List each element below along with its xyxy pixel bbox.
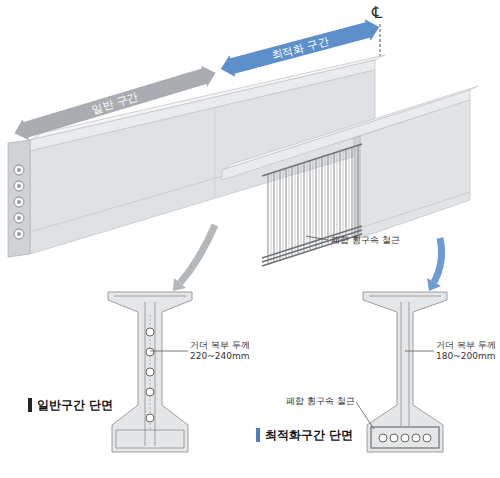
anchor-core: [17, 184, 21, 188]
zone-label: 최적화 구간: [270, 35, 329, 61]
section-rebar: [114, 296, 186, 448]
dimension-label: 거더 복부 두께 220~240mm: [190, 340, 254, 362]
section-title: 최적화구간 단면: [256, 428, 353, 442]
arrow-band: [218, 16, 382, 79]
anchor-core: [17, 168, 21, 172]
leader-line: [405, 351, 434, 352]
tendon-duct: [379, 434, 387, 442]
pointer-arrow: [434, 238, 442, 282]
web-face: [30, 70, 375, 254]
longitudinal-rebar: [262, 144, 362, 266]
centerline: [380, 24, 381, 57]
tendon-duct: [401, 434, 409, 442]
joint-line: [215, 108, 216, 198]
dimension-label: 거더 복부 두께 180~200mm: [436, 340, 500, 362]
pointer-head: [427, 278, 441, 291]
section-rebar: [369, 296, 441, 426]
anchor: [14, 197, 24, 207]
tendon-duct: [146, 368, 154, 376]
tendon-duct: [146, 328, 154, 336]
cross-section: [363, 292, 447, 452]
tendon-duct: [423, 434, 431, 442]
pointer-head: [173, 278, 186, 291]
tendon-duct: [146, 348, 154, 356]
callout-label: 폐합 횡구속 철근: [286, 396, 355, 407]
anchor-core: [17, 216, 21, 220]
anchor-core: [17, 232, 21, 236]
tendon-duct: [146, 414, 154, 422]
anchor-group: [14, 165, 24, 239]
pointer-arrow: [180, 225, 215, 283]
anchor: [14, 181, 24, 191]
tendon-duct: [146, 388, 154, 396]
end-face: [8, 140, 30, 257]
centerline-mark: ℄: [372, 3, 382, 22]
anchor-core: [17, 200, 21, 204]
callout-label: 폐합 횡구속 철근: [331, 235, 400, 246]
closed-stirrup: [371, 427, 439, 448]
cross-section: [108, 292, 192, 452]
bulb-edge: [360, 192, 470, 228]
leader-line: [150, 351, 188, 352]
anchor: [14, 229, 24, 239]
tendon-duct: [412, 434, 420, 442]
leader-line: [306, 236, 328, 240]
anchor: [14, 213, 24, 223]
leader-line: [356, 402, 374, 429]
section-title: 일반구간 단면: [28, 398, 113, 412]
tendon-duct: [390, 434, 398, 442]
anchor: [14, 165, 24, 175]
arrow-band: [11, 62, 218, 143]
zone-label: 일반 구간: [91, 91, 140, 115]
web-face: [360, 100, 470, 238]
